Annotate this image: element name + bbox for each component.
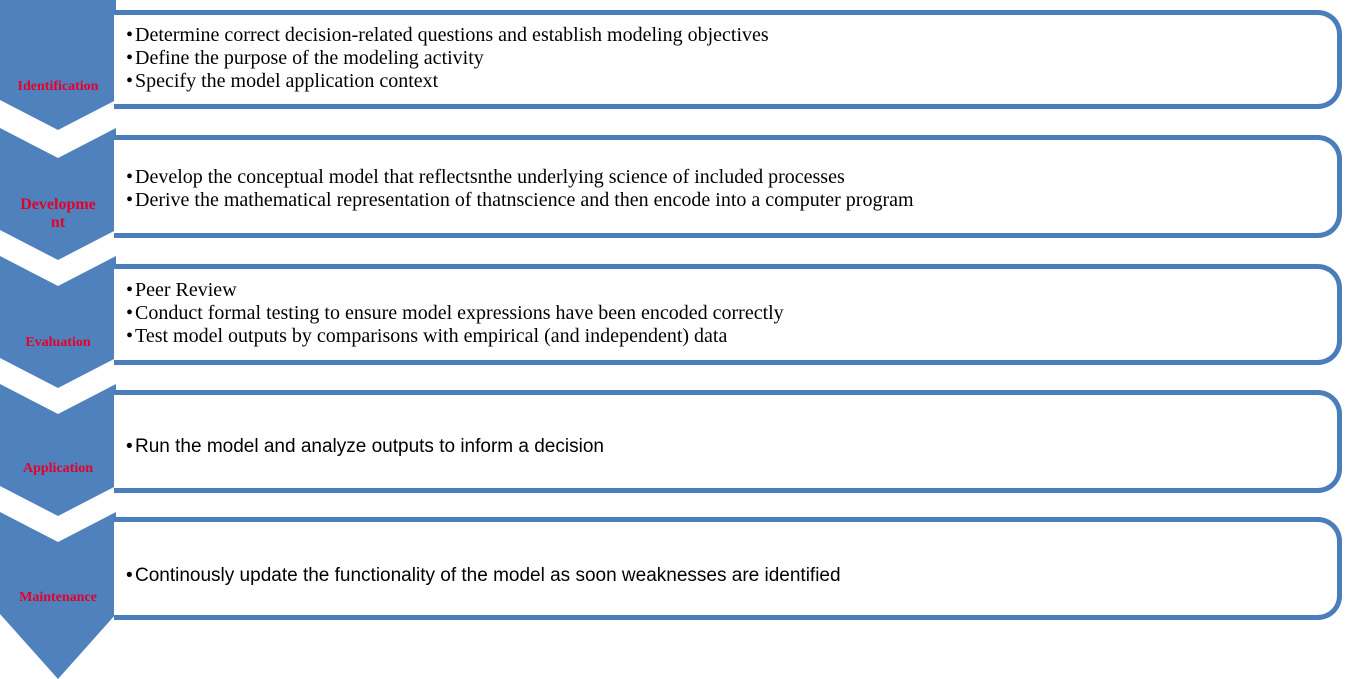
bullet-text: Conduct formal testing to ensure model e…	[135, 302, 784, 324]
chevron-shape	[0, 0, 116, 130]
bullet-text: Continously update the functionality of …	[135, 565, 841, 586]
bullet-list: •Continously update the functionality of…	[114, 564, 1337, 587]
chevron-shape	[0, 512, 116, 679]
bullet-glyph: •	[126, 302, 134, 324]
bullet-glyph: •	[126, 325, 134, 347]
chevron-shape	[0, 384, 116, 516]
stage-label: Maintenance	[19, 590, 97, 605]
bullet-item: •Conduct formal testing to ensure model …	[126, 302, 1337, 325]
stage-label: Application	[22, 461, 93, 476]
bullet-text: Peer Review	[135, 279, 237, 301]
bullet-text: Define the purpose of the modeling activ…	[135, 47, 484, 69]
bullet-item: •Determine correct decision-related ques…	[126, 24, 1337, 47]
bullet-glyph: •	[126, 436, 133, 457]
bullet-item: •Test model outputs by comparisons with …	[126, 325, 1337, 348]
bullet-text: Determine correct decision-related quest…	[135, 24, 769, 46]
bullet-glyph: •	[126, 279, 134, 301]
bullet-list: •Run the model and analyze outputs to in…	[114, 435, 1337, 458]
bullet-text: Derive the mathematical representation o…	[135, 189, 914, 211]
bullet-item: •Develop the conceptual model that refle…	[126, 166, 1337, 189]
bullet-item: •Continously update the functionality of…	[126, 564, 1337, 587]
bullet-text: Specify the model application context	[135, 70, 439, 92]
bullet-text: Develop the conceptual model that reflec…	[135, 166, 845, 188]
bullet-item: •Run the model and analyze outputs to in…	[126, 435, 1337, 458]
bullet-item: •Derive the mathematical representation …	[126, 189, 1337, 212]
stage-panel: •Run the model and analyze outputs to in…	[114, 390, 1342, 493]
bullet-glyph: •	[126, 565, 133, 586]
bullet-item: •Peer Review	[126, 279, 1337, 302]
bullet-glyph: •	[126, 24, 134, 46]
bullet-item: •Define the purpose of the modeling acti…	[126, 47, 1337, 70]
stage-panel: •Continously update the functionality of…	[114, 517, 1342, 620]
stage-panel: •Develop the conceptual model that refle…	[114, 135, 1342, 238]
stage-panel: •Determine correct decision-related ques…	[114, 10, 1342, 109]
bullet-glyph: •	[126, 70, 134, 92]
bullet-glyph: •	[126, 47, 134, 69]
stage-label: Developme nt	[2, 196, 114, 232]
bullet-glyph: •	[126, 166, 134, 188]
bullet-list: •Determine correct decision-related ques…	[114, 24, 1337, 93]
stage-panel: •Peer Review •Conduct formal testing to …	[114, 264, 1342, 365]
stage-label-line: Developme	[20, 196, 96, 213]
bullet-item: •Specify the model application context	[126, 70, 1337, 93]
bullet-text: Test model outputs by comparisons with e…	[135, 325, 728, 347]
stage-label: Identification	[17, 79, 99, 94]
stage-label: Evaluation	[25, 335, 91, 350]
bullet-text: Run the model and analyze outputs to inf…	[135, 436, 604, 457]
chevron-shape	[0, 128, 116, 260]
stage-label-line: nt	[50, 214, 66, 231]
bullet-glyph: •	[126, 189, 134, 211]
chevron-shape	[0, 256, 116, 388]
bullet-list: •Develop the conceptual model that refle…	[114, 166, 1337, 212]
bullet-list: •Peer Review •Conduct formal testing to …	[114, 279, 1337, 348]
